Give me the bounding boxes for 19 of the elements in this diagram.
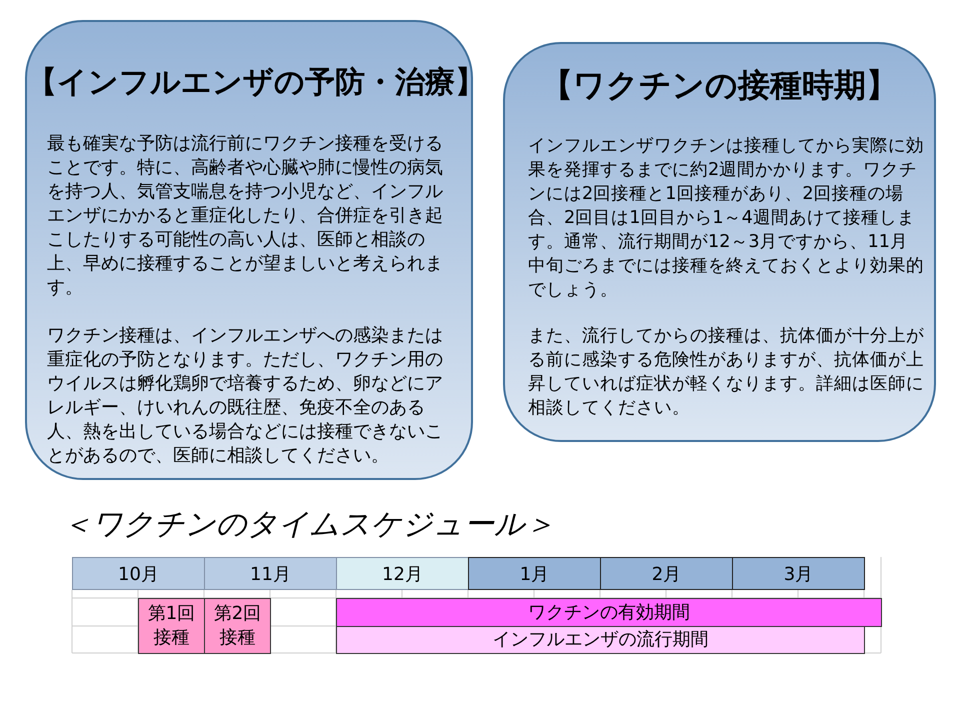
month-cell: 11月	[204, 557, 337, 590]
panel-heading: 【インフルエンザの予防・治療】	[27, 64, 471, 102]
month-cell: 12月	[336, 557, 469, 590]
paragraph: ワクチン接種は、インフルエンザへの感染または重症化の予防となります。ただし、ワクチン用のウイルスは孵化鶏卵で培養するため、卵などにアレルギー、けいれんの既往歴、免疫不全のある人、熱を出している場合などには接種できないことがあるので、医師に相談してください。	[47, 324, 444, 468]
month-cell: 2月	[600, 557, 733, 590]
month-cell: 1月	[468, 557, 601, 590]
month-cell: 10月	[72, 557, 205, 590]
panel-heading: 【ワクチンの接種時期】	[540, 65, 899, 106]
month-cell: 3月	[732, 557, 865, 590]
dose-bar: 第2回接種	[204, 598, 271, 654]
paragraph: インフルエンザワクチンは接種してから実際に効果を発揮するまでに約2週間かかります。ワクチンには2回接種と1回接種があり、2回接種の場合、2回目は1回目から1～4週間あけて接種します。通常、流行期間が12～3月ですから、11月中旬ごろまでには接種を終えておくとより効果的でしょう。	[528, 135, 924, 302]
rounded-panel	[25, 20, 473, 480]
paragraph: 最も確実な予防は流行前にワクチン接種を受けることです。特に、高齢者や心臓や肺に慢性の病気を持つ人、気管支喘息を持つ小児など、インフルエンザにかかると重症化したり、合併症を引き起こしたりする可能性の高い人は、医師と相談の上、早めに接種することが望ましいと考えられます。	[47, 132, 444, 300]
period-bar: ワクチンの有効期間	[336, 598, 882, 627]
period-bar: インフルエンザの流行期間	[336, 626, 865, 654]
dose-bar: 第1回接種	[138, 598, 205, 654]
rounded-panel	[503, 42, 936, 442]
paragraph: また、流行してからの接種は、抗体価が十分上がる前に感染する危険性がありますが、抗体価が上昇していれば症状が軽くなります。詳細は医師に相談してください。	[528, 325, 924, 420]
schedule-title: ＜ワクチンのタイムスケジュール＞	[62, 506, 555, 544]
